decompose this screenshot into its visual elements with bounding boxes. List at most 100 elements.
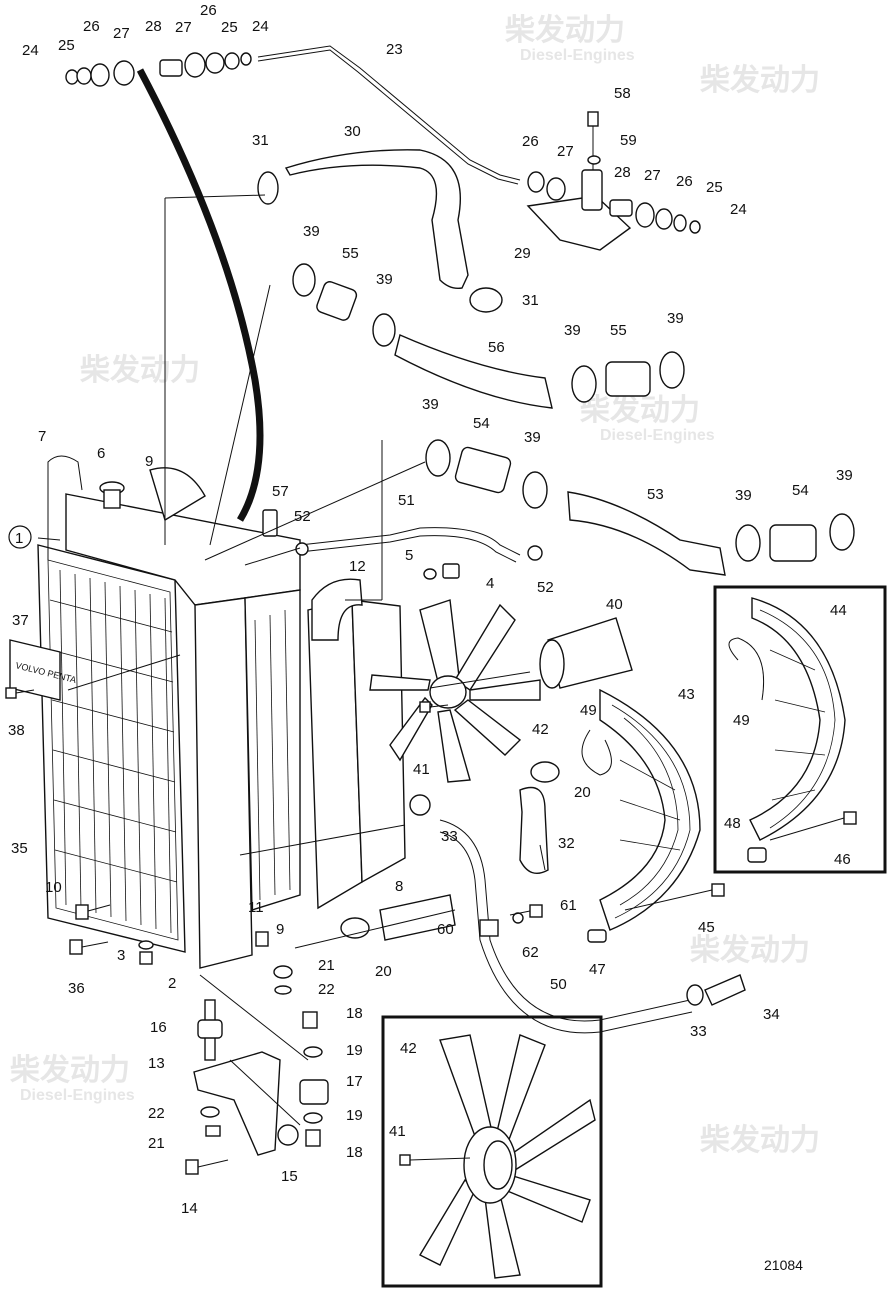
fan-42 <box>369 599 541 783</box>
callout-26-d: 26 <box>676 173 693 190</box>
callout-31-bottom: 31 <box>522 292 539 309</box>
callout-47: 47 <box>589 961 606 978</box>
callout-24-c: 24 <box>730 201 747 218</box>
callout-54-a: 54 <box>473 415 490 432</box>
callout-38: 38 <box>8 722 25 739</box>
callout-39-h: 39 <box>836 467 853 484</box>
callout-33-top: 33 <box>441 828 458 845</box>
radiator-mounts <box>5 687 329 1175</box>
callout-25-a: 25 <box>58 37 75 54</box>
callout-61: 61 <box>560 897 577 914</box>
watermark-cn: 柴发动力 <box>505 14 625 47</box>
callout-51: 51 <box>398 492 415 509</box>
callout-28-b: 28 <box>614 164 631 181</box>
callout-45: 45 <box>698 919 715 936</box>
stay-rod-assembly <box>65 45 701 522</box>
callout-3: 3 <box>117 947 125 964</box>
drawing-number: 21084 <box>764 1257 803 1273</box>
callout-23: 23 <box>386 41 403 58</box>
callout-50: 50 <box>550 976 567 993</box>
callout-59: 59 <box>620 132 637 149</box>
callout-60: 60 <box>437 921 454 938</box>
watermark-cn: 柴发动力 <box>80 354 200 387</box>
inset-fan-detail <box>381 1015 603 1288</box>
callout-26-b: 26 <box>200 2 217 19</box>
callout-12: 12 <box>349 558 366 575</box>
callout-9-top: 9 <box>145 453 153 470</box>
callout-42-inset: 42 <box>400 1040 417 1057</box>
radiator-assembly <box>37 455 406 969</box>
callout-7: 7 <box>38 428 46 445</box>
callout-36: 36 <box>68 980 85 997</box>
callout-37: 37 <box>12 612 29 629</box>
callout-43: 43 <box>678 686 695 703</box>
callout-48: 48 <box>724 815 741 832</box>
callout-56: 56 <box>488 339 505 356</box>
callout-39-f: 39 <box>524 429 541 446</box>
callout-58: 58 <box>614 85 631 102</box>
leader-lines <box>37 194 546 1126</box>
coolant-pipe-51 <box>295 527 543 580</box>
callout-27-c: 27 <box>557 143 574 160</box>
callout-6: 6 <box>97 445 105 462</box>
callout-52-a: 52 <box>294 508 311 525</box>
misc-fasteners <box>509 811 857 943</box>
callout-16: 16 <box>150 1019 167 1036</box>
callout-55-a: 55 <box>342 245 359 262</box>
callout-19-bottom: 19 <box>346 1107 363 1124</box>
callout-11: 11 <box>248 899 264 916</box>
callout-8: 8 <box>395 878 403 895</box>
callout-55-b: 55 <box>610 322 627 339</box>
callout-5: 5 <box>405 547 413 564</box>
callout-26-c: 26 <box>522 133 539 150</box>
callout-39-g: 39 <box>735 487 752 504</box>
callout-2: 2 <box>168 975 176 992</box>
callout-41-inset: 41 <box>389 1123 406 1140</box>
callout-20-bottom: 20 <box>375 963 392 980</box>
inset-fan-guard <box>713 585 887 874</box>
callout-17: 17 <box>346 1073 363 1090</box>
watermark-en: Diesel-Engines <box>520 47 635 64</box>
callout-39-c: 39 <box>564 322 581 339</box>
callout-labels: 1 2 3 4 5 6 7 8 9 9 10 11 12 13 14 15 16… <box>8 2 853 1217</box>
callout-49-inset: 49 <box>733 712 750 729</box>
callout-15: 15 <box>281 1168 298 1185</box>
watermark-cn: 柴发动力 <box>690 934 810 967</box>
watermark-cn: 柴发动力 <box>10 1054 130 1087</box>
callout-34: 34 <box>763 1006 780 1023</box>
watermark-cn: 柴发动力 <box>700 64 820 97</box>
callout-27-b: 27 <box>175 19 192 36</box>
callout-25-c: 25 <box>706 179 723 196</box>
callout-21-top: 21 <box>318 957 335 974</box>
callout-circle <box>8 525 32 549</box>
callout-19-top: 19 <box>346 1042 363 1059</box>
fan-guard-43 <box>599 688 701 931</box>
callout-46: 46 <box>834 851 851 868</box>
callout-21-bottom: 21 <box>148 1135 165 1152</box>
watermark-cn: 柴发动力 <box>700 1124 820 1157</box>
callout-24-a: 24 <box>22 42 39 59</box>
callout-44: 44 <box>830 602 847 619</box>
callout-49: 49 <box>580 702 597 719</box>
callout-10: 10 <box>45 879 62 896</box>
callout-54-b: 54 <box>792 482 809 499</box>
callout-35: 35 <box>11 840 28 857</box>
callout-32: 32 <box>558 835 575 852</box>
callout-39-b: 39 <box>376 271 393 288</box>
radiator-grille-mesh <box>49 569 178 934</box>
charge-air-pipe-53 <box>425 439 855 576</box>
callout-39-e: 39 <box>422 396 439 413</box>
callout-14: 14 <box>181 1200 198 1217</box>
callout-24-b: 24 <box>252 18 269 35</box>
callout-31-top: 31 <box>252 132 269 149</box>
callout-40: 40 <box>606 596 623 613</box>
callout-22-top: 22 <box>318 981 335 998</box>
callout-30: 30 <box>344 123 361 140</box>
callout-27-a: 27 <box>113 25 130 42</box>
callout-39-d: 39 <box>667 310 684 327</box>
fan-spacer-40 <box>539 617 633 689</box>
callout-33-bottom: 33 <box>690 1023 707 1040</box>
watermark-en: Diesel-Engines <box>20 1087 135 1104</box>
callout-57: 57 <box>272 483 289 500</box>
callout-22-bottom: 22 <box>148 1105 165 1122</box>
